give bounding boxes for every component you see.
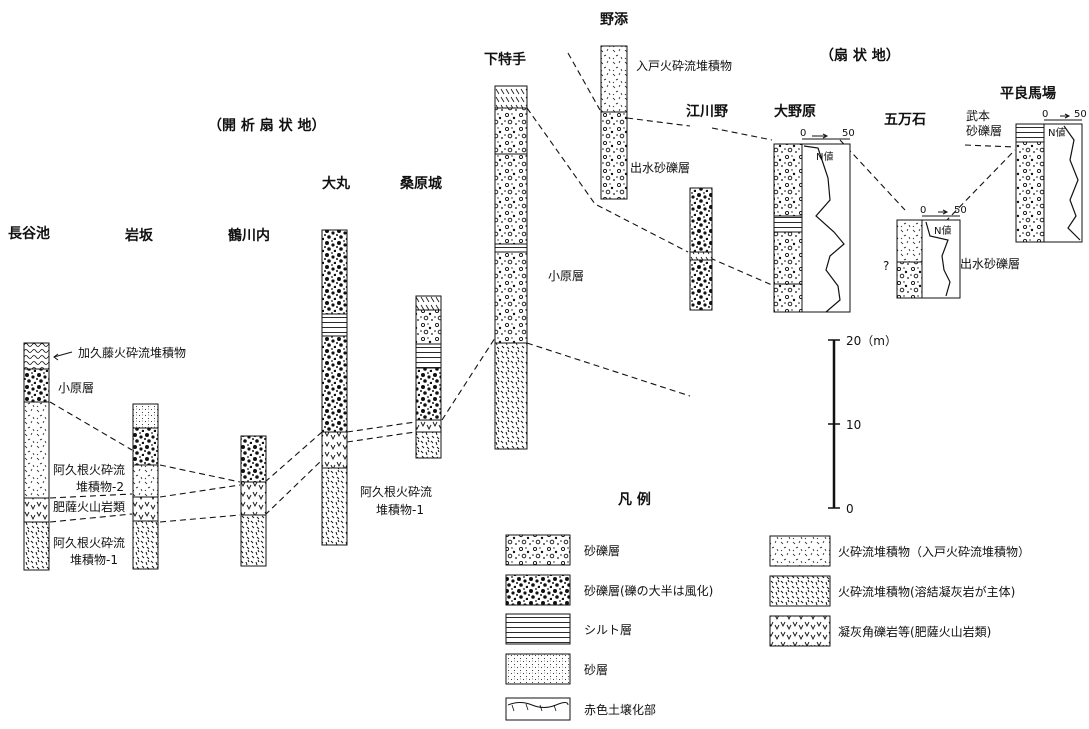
label-kakuto: 加久藤火砕流堆積物 [78, 345, 186, 360]
legend-title: 凡 例 [618, 491, 651, 508]
legend-item-sand: 砂層 [584, 663, 608, 677]
column-iwasaka [133, 404, 158, 569]
legend-item-tuff-breccia: 凝灰角礫岩等(肥薩火山岩類) [838, 624, 991, 639]
column-shimotokute [495, 86, 527, 449]
column-hasegawaike [24, 343, 49, 570]
location-kuwabarajo: 桑原城 [400, 175, 442, 192]
region-dissected-fan: （開 析 扇 状 地） [208, 117, 326, 134]
legend-item-red-soil: 赤色土壌化部 [584, 702, 656, 717]
scale-top: 20（m） [846, 334, 897, 348]
column-egawano [690, 188, 712, 310]
n-fifty-hiraranbaba: 50 [1074, 109, 1087, 120]
label-izumi-gravel-2: 出水砂礫層 [960, 256, 1020, 271]
label-aso1b-2: 堆積物-1 [376, 502, 424, 517]
label-aso1-2: 堆積物-1 [70, 552, 118, 567]
label-takemoto-1: 武本 [966, 109, 990, 123]
label-hisatsu: 肥薩火山岩類 [53, 499, 125, 514]
legend-swatches [506, 535, 830, 720]
label-ohara-mid: 小原層 [548, 269, 584, 283]
label-irito: 入戸火砕流堆積物 [636, 58, 732, 73]
correlation-lines [50, 53, 1015, 522]
n-fifty-gomangoku: 50 [954, 205, 967, 216]
legend-item-gravel: 砂礫層 [584, 543, 620, 558]
location-shimotokute: 下特手 [484, 51, 526, 68]
legend-item-welded-tuff: 火砕流堆積物(溶結凝灰岩が主体) [838, 584, 1015, 599]
n-fifty-onohara: 50 [842, 128, 855, 139]
region-fan: （扇 状 地） [820, 47, 900, 64]
location-nozoe: 野添 [600, 11, 629, 28]
location-hasegawaike: 長谷池 [8, 225, 50, 242]
n-label-hiraranbaba: N値 [1048, 126, 1065, 139]
label-question: ? [883, 259, 889, 273]
label-aso1b-1: 阿久根火砕流 [360, 484, 432, 499]
location-tsurukawauchi: 鶴川内 [228, 227, 270, 244]
scale-bottom: 0 [846, 502, 854, 516]
column-nozoe [601, 46, 627, 199]
column-gomangoku [897, 210, 960, 298]
n-zero-gomangoku: 0 [920, 205, 926, 216]
legend-item-weathered-gravel: 砂礫層(礫の大半は風化) [584, 583, 713, 598]
label-aso2-2: 堆積物-2 [76, 479, 124, 494]
location-omaru: 大丸 [322, 175, 351, 192]
location-iwasaka: 岩坂 [124, 227, 154, 244]
scale-mid: 10 [846, 418, 861, 432]
label-aso2-1: 阿久根火砕流 [53, 462, 125, 477]
location-hiraranbaba: 平良馬場 [1000, 85, 1056, 102]
depth-scale-bar [828, 340, 840, 508]
legend-item-silt: シルト層 [584, 623, 632, 637]
label-takemoto-2: 砂礫層 [966, 123, 1002, 138]
n-zero-hiraranbaba: 0 [1042, 109, 1048, 120]
column-kuwabarajo [416, 296, 441, 458]
label-ohara-left: 小原層 [58, 381, 94, 395]
n-zero-onohara: 0 [800, 128, 806, 139]
label-aso1-1: 阿久根火砕流 [53, 535, 125, 550]
legend-item-pyroclastic: 火砕流堆積物（入戸火砕流堆積物） [838, 544, 1030, 559]
location-gomangoku: 五万石 [884, 112, 926, 128]
location-onohara: 大野原 [774, 103, 816, 120]
column-tsurukawauchi [241, 436, 266, 566]
location-egawano: 江川野 [686, 103, 728, 120]
n-label-onohara: N値 [816, 150, 833, 163]
column-omaru [322, 230, 347, 545]
column-onohara [774, 134, 850, 312]
n-label-gomangoku: N値 [934, 224, 951, 237]
label-izumi-gravel: 出水砂礫層 [630, 160, 690, 175]
